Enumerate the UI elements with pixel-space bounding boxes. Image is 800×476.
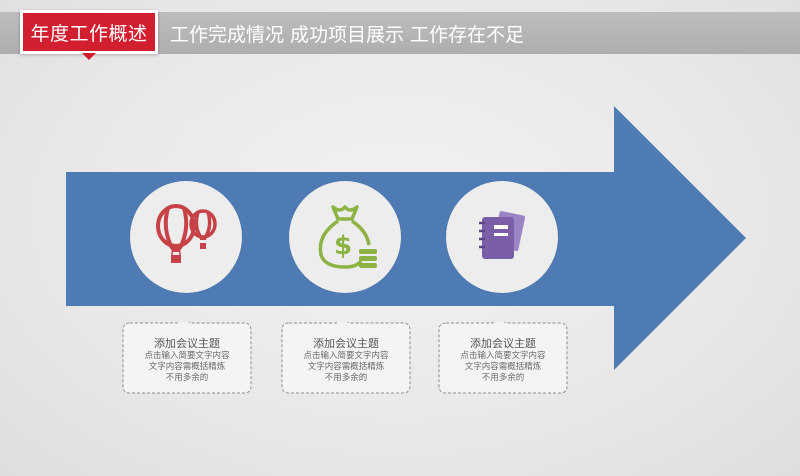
nav-item-work-completion[interactable]: 工作完成情况	[170, 23, 285, 46]
nav-item-shortcomings[interactable]: 工作存在不足	[410, 23, 525, 46]
callout-title: 添加会议主题	[470, 337, 536, 350]
step-callout-2[interactable]: 添加会议主题 点击输入简要文字内容 文字内容需概括精炼 不用多余的	[281, 322, 411, 394]
callout-line: 不用多余的	[165, 373, 209, 383]
callout-line: 文字内容需概括精炼	[148, 362, 226, 372]
callout-body: 点击输入简要文字内容 文字内容需概括精炼 不用多余的	[122, 351, 252, 384]
callout-line: 文字内容需概括精炼	[307, 362, 385, 372]
callout-title: 添加会议主题	[154, 337, 220, 350]
section-badge[interactable]: 年度工作概述	[20, 10, 158, 54]
nav-item-success-projects[interactable]: 成功项目展示	[290, 23, 405, 46]
callout-line: 不用多余的	[324, 373, 368, 383]
step-callout-1[interactable]: 添加会议主题 点击输入简要文字内容 文字内容需概括精炼 不用多余的	[122, 322, 252, 394]
callout-body: 点击输入简要文字内容 文字内容需概括精炼 不用多余的	[281, 351, 411, 384]
step-circle-2[interactable]: $	[289, 181, 401, 293]
callout-frame	[122, 322, 252, 394]
callout-frame	[281, 322, 411, 394]
step-circle-1[interactable]	[130, 181, 242, 293]
arrow-shape	[66, 106, 746, 370]
callout-line: 不用多余的	[481, 373, 525, 383]
callout-line: 点击输入简要文字内容	[144, 351, 230, 361]
section-title: 年度工作概述	[30, 22, 148, 45]
callout-line: 点击输入简要文字内容	[460, 351, 546, 361]
callout-title: 添加会议主题	[313, 337, 379, 350]
callout-frame	[438, 322, 568, 394]
hot-air-balloons-icon	[156, 204, 217, 263]
callout-line: 点击输入简要文字内容	[303, 351, 389, 361]
step-callout-3[interactable]: 添加会议主题 点击输入简要文字内容 文字内容需概括精炼 不用多余的	[438, 322, 568, 394]
callout-line: 文字内容需概括精炼	[464, 362, 542, 372]
money-bag-icon: $	[318, 205, 377, 269]
section-badge-fill: 年度工作概述	[23, 13, 155, 51]
svg-text:$: $	[334, 231, 352, 261]
header-nav: 工作完成情况成功项目展示工作存在不足	[170, 15, 524, 51]
notebook-icon	[479, 211, 526, 259]
badge-pointer	[82, 53, 96, 60]
step-circle-3[interactable]	[446, 181, 558, 293]
callout-body: 点击输入简要文字内容 文字内容需概括精炼 不用多余的	[438, 351, 568, 384]
